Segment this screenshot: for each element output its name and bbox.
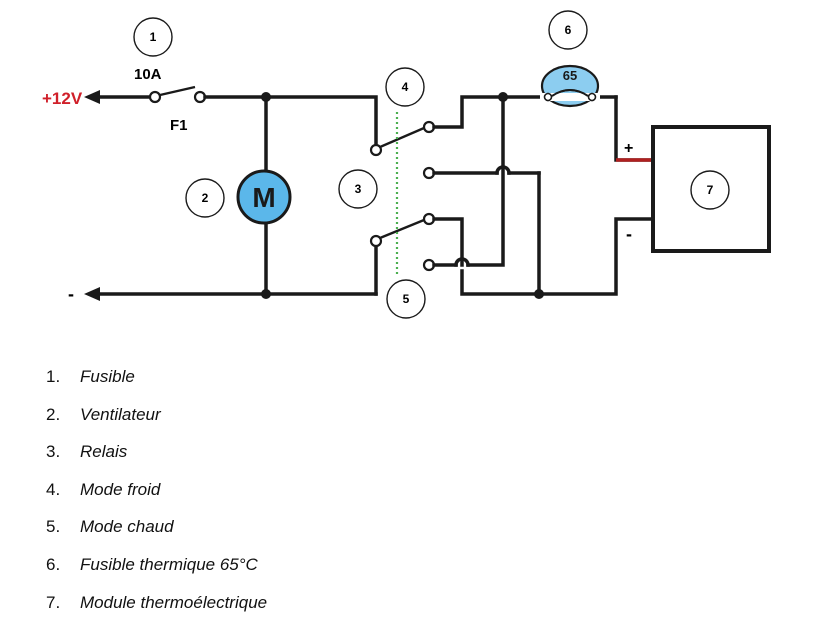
svg-text:1: 1 bbox=[150, 30, 157, 44]
motor-icon: M bbox=[236, 169, 292, 225]
fuse-rating-label: 10A bbox=[134, 66, 162, 83]
legend-item: 5.Mode chaud bbox=[46, 517, 174, 537]
svg-text:4: 4 bbox=[402, 80, 409, 94]
callout-7: 7 bbox=[690, 170, 730, 210]
circuit-diagram: +12V 10A F1 M - bbox=[42, 10, 771, 319]
fuse-icon bbox=[148, 85, 207, 104]
legend-list: 1.Fusible 2.Ventilateur 3.Relais 4.Mode … bbox=[46, 362, 267, 625]
legend-item: 1.Fusible bbox=[46, 367, 135, 386]
callout-4: 4 bbox=[385, 67, 425, 107]
fuse-name-label: F1 bbox=[170, 117, 188, 134]
callout-1: 1 bbox=[133, 17, 173, 57]
arrow-left-icon bbox=[84, 90, 152, 104]
svg-text:3: 3 bbox=[355, 182, 362, 196]
relay-switch-icon bbox=[369, 112, 436, 276]
motor-letter: M bbox=[252, 182, 275, 213]
svg-text:2: 2 bbox=[202, 191, 209, 205]
legend-item: 7.Module thermoélectrique bbox=[46, 592, 268, 612]
supply-negative-label: - bbox=[68, 284, 74, 304]
module-minus-label: - bbox=[626, 224, 632, 244]
legend-item: 4.Mode froid bbox=[46, 479, 161, 499]
svg-text:5: 5 bbox=[403, 292, 410, 306]
legend-item: 2.Ventilateur bbox=[46, 404, 161, 424]
callout-6: 6 bbox=[548, 10, 588, 50]
arrow-left-icon bbox=[84, 287, 100, 301]
supply-positive-label: +12V bbox=[42, 89, 83, 108]
callout-2: 2 bbox=[185, 178, 225, 218]
thermal-fuse-value: 65 bbox=[563, 68, 577, 83]
legend-item: 6.Fusible thermique 65°C bbox=[46, 554, 258, 574]
legend-item: 3.Relais bbox=[46, 442, 128, 462]
svg-text:6: 6 bbox=[565, 23, 572, 37]
callout-5: 5 bbox=[386, 279, 426, 319]
callout-3: 3 bbox=[338, 169, 378, 209]
module-plus-label: + bbox=[624, 140, 633, 157]
svg-text:7: 7 bbox=[707, 183, 714, 197]
